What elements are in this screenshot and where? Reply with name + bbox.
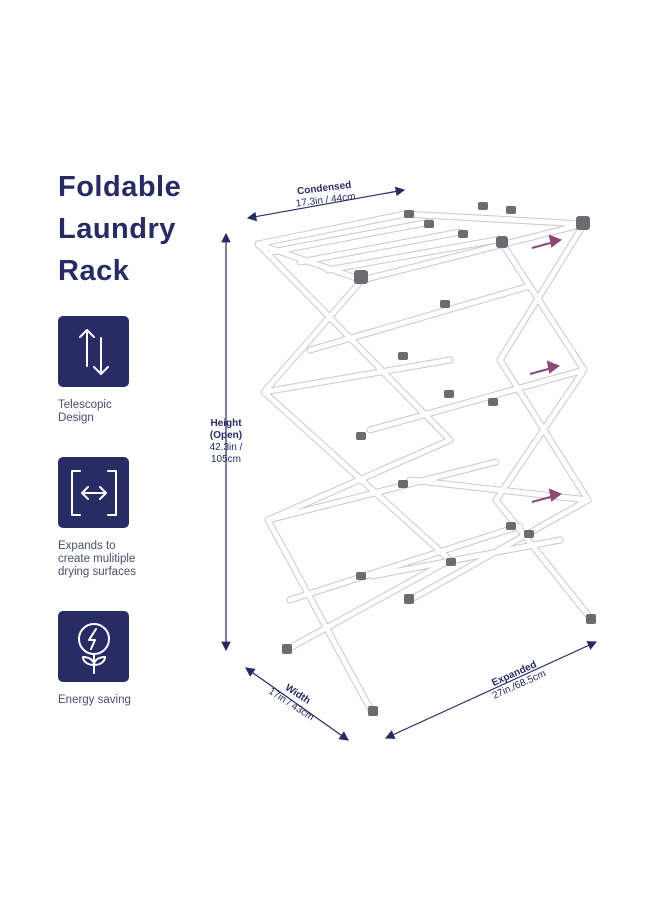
feature-telescopic: Telescopic Design xyxy=(58,316,208,425)
feature-caption: Telescopic Design xyxy=(58,399,112,424)
feature-tile xyxy=(58,316,129,387)
condensed-dimension-label: Condensed 17.3in / 44cm xyxy=(295,179,357,210)
feature-caption: Energy saving xyxy=(58,694,131,706)
rack-joints xyxy=(282,202,596,716)
feature-tile xyxy=(58,457,129,528)
expand-arrows-icon xyxy=(70,469,117,516)
feature-caption: Expands to create mulitiple drying surfa… xyxy=(58,540,136,578)
energy-bulb-icon xyxy=(77,622,110,674)
expanded-dimension-label: Expanded 27in./68.5cm xyxy=(490,659,548,702)
title-line-1: Foldable xyxy=(58,171,182,203)
expansion-arrows xyxy=(529,234,563,503)
page-title: Foldable Laundry Rack xyxy=(58,166,181,292)
rack-frame xyxy=(254,210,596,716)
feature-energy: Energy saving xyxy=(58,611,208,707)
height-dimension-label: Height (Open) 42.3in / 105cm xyxy=(209,418,243,465)
telescopic-arrows-icon xyxy=(78,328,109,375)
width-dimension-label: Width 17in / 43cm xyxy=(266,682,316,724)
feature-expands: Expands to create mulitiple drying surfa… xyxy=(58,457,208,579)
title-line-2: Laundry xyxy=(58,213,176,245)
feature-tile xyxy=(58,611,129,682)
title-line-3: Rack xyxy=(58,255,130,287)
